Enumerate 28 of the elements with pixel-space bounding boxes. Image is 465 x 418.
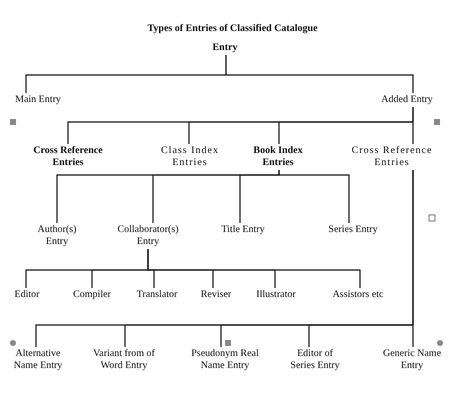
node-label: Class Index Entries: [160, 145, 220, 169]
node-label: Assistors etc: [326, 289, 390, 301]
node-label: Author(s) Entry: [27, 224, 87, 248]
node-label: Alternative Name Entry: [3, 348, 73, 372]
node-label: Pseudonym Real Name Entry: [182, 348, 268, 372]
connector-line: [412, 170, 414, 347]
connector-line: [412, 107, 414, 144]
node-label: Reviser: [196, 289, 236, 301]
node-label: Entry: [200, 42, 250, 54]
diagram-title: Types of Entries of Classified Catalogue: [146, 23, 319, 34]
node-label: Compiler: [69, 289, 115, 301]
node-label: Book Index Entries: [248, 145, 308, 169]
node-label: Variant from of Word Entry: [88, 348, 160, 372]
node-label: Cross Reference Entries: [347, 145, 437, 169]
node-label: Illustrator: [251, 289, 301, 301]
connector-line: [278, 170, 350, 223]
node-label: Title Entry: [213, 224, 273, 236]
node-label: Series Entry: [323, 224, 383, 236]
node-label: Cross Reference Entries: [28, 145, 108, 169]
node-label: Editor of Series Entry: [285, 348, 345, 372]
node-label: Generic Name Entry: [380, 348, 444, 372]
node-label: Main Entry: [3, 94, 73, 106]
node-label: Collaborator(s) Entry: [108, 224, 188, 248]
node-label: Editor: [7, 289, 47, 301]
connector-line: [147, 249, 361, 288]
node-label: Translator: [131, 289, 183, 301]
node-label: Added Entry: [372, 94, 442, 106]
connector-line: [225, 55, 414, 93]
